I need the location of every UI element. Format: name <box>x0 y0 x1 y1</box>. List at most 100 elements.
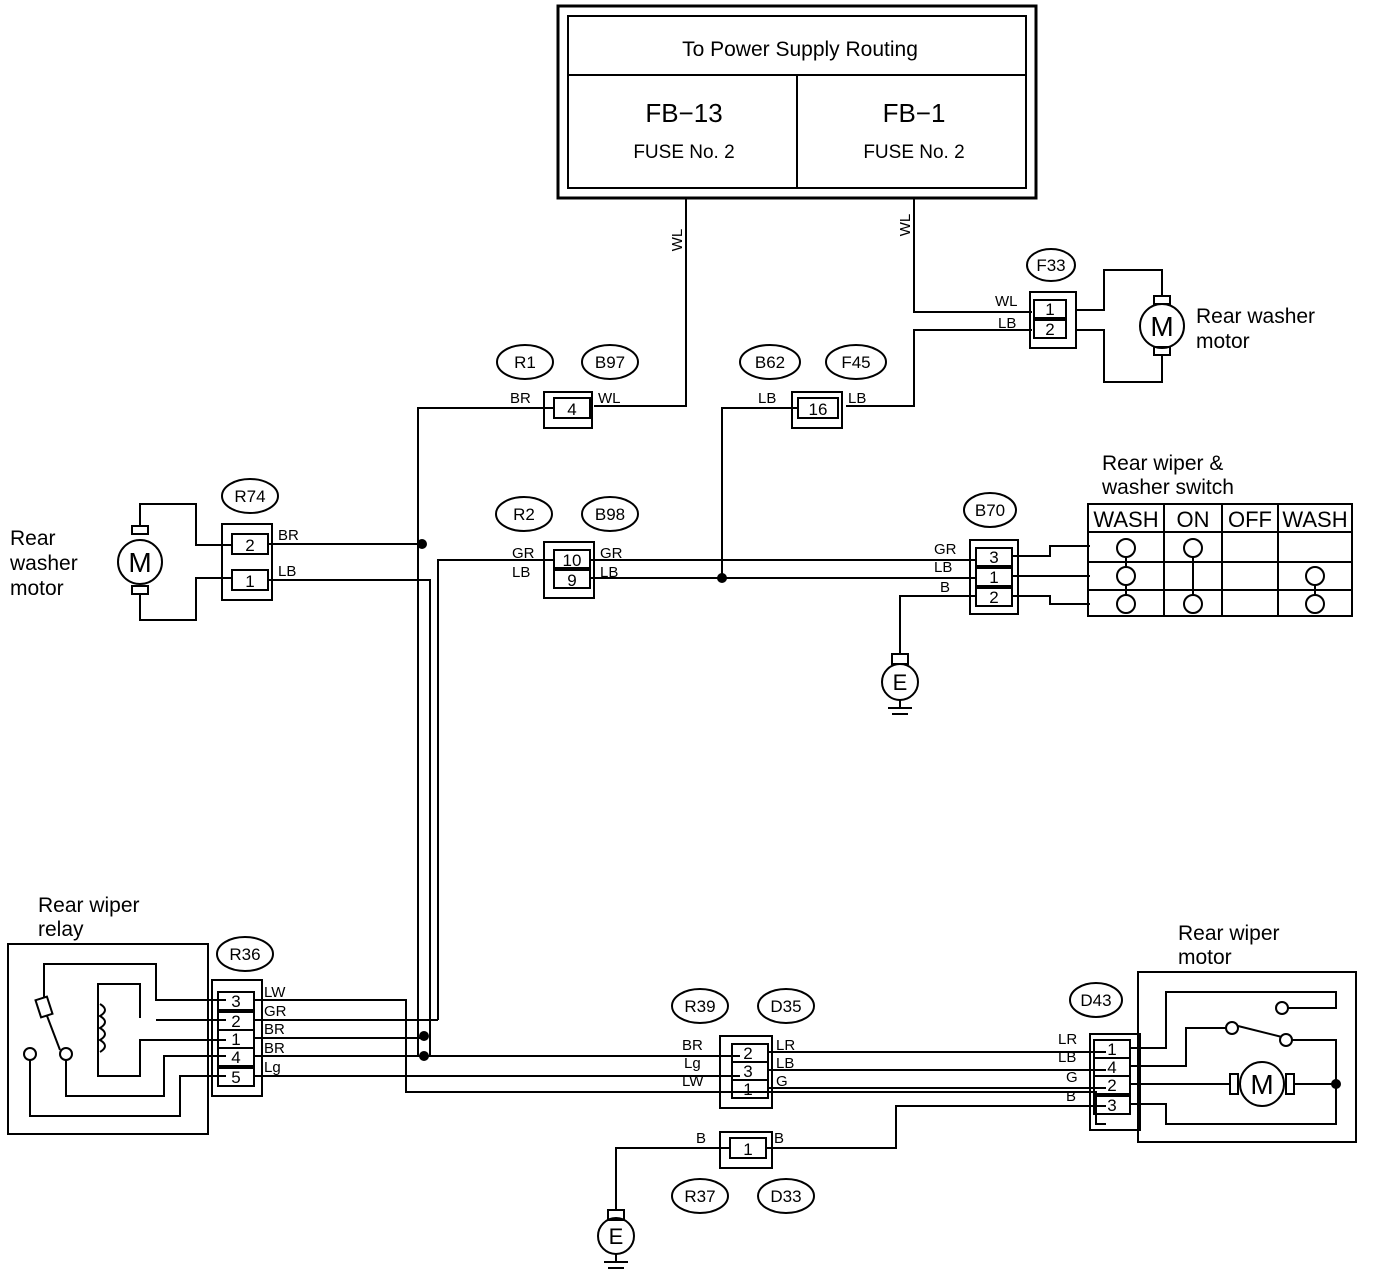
rear-washer-motor-left-label-1: Rear <box>10 527 56 550</box>
pin-label: 2 <box>989 588 998 607</box>
motor-symbol: M <box>1150 311 1173 342</box>
rear-wiper-washer-switch: WASH ON OFF WASH <box>1087 503 1353 617</box>
connector-d43-label: D43 <box>1080 991 1111 1010</box>
wire-label-g-d43: G <box>1066 1069 1078 1086</box>
pin-label: 4 <box>1107 1058 1116 1077</box>
connector-r74: R74 2 1 <box>221 478 279 601</box>
rear-wiper-motor-label-2: motor <box>1178 946 1232 969</box>
switch-col-off: OFF <box>1228 507 1272 532</box>
wire-label-br-r74: BR <box>278 527 299 544</box>
rear-washer-motor-left-label-3: motor <box>10 577 64 600</box>
fuse-fb1-label: FB−1 <box>883 98 946 128</box>
wire-label-gr-b98: GR <box>600 545 623 562</box>
wire-label-b-d43: B <box>1066 1088 1076 1105</box>
wire-label-lr-d35: LR <box>776 1037 795 1054</box>
pin-label: 1 <box>1045 300 1054 319</box>
pin-label: 3 <box>1107 1096 1116 1115</box>
pin-label: 1 <box>743 1080 752 1099</box>
fuse-fb13-label: FB−13 <box>645 98 722 128</box>
wire-label-lb-r2: LB <box>512 564 530 581</box>
wire-label-g-d35: G <box>776 1073 788 1090</box>
connector-d35-label: D35 <box>770 997 801 1016</box>
connector-r1-b97: R1 B97 4 <box>496 344 639 429</box>
rear-washer-motor-right-label-1: Rear washer <box>1196 305 1315 328</box>
pin-label: 2 <box>743 1044 752 1063</box>
ground-symbol-b70: E <box>881 653 919 715</box>
connector-d43: D43 1 4 2 3 <box>1069 982 1141 1131</box>
wire-label-lb-r74: LB <box>278 563 296 580</box>
ground-symbol-label: E <box>893 670 908 695</box>
pin-label: 3 <box>231 992 240 1011</box>
connector-r39-d35: R39 D35 2 3 1 <box>671 988 815 1109</box>
connector-r2-b98: R2 B98 10 9 <box>495 496 639 599</box>
switch-title-2: washer switch <box>1101 476 1234 499</box>
switch-col-wash-2: WASH <box>1282 507 1347 532</box>
connector-r37-d33: 1 R37 D33 <box>671 1131 815 1214</box>
fuse-fb13-number: FUSE No. 2 <box>633 142 734 163</box>
power-box-title: To Power Supply Routing <box>682 38 918 61</box>
wire-label-br-r39: BR <box>682 1037 703 1054</box>
connector-d33-label: D33 <box>770 1187 801 1206</box>
wire-label-wl-right: WL <box>897 214 914 237</box>
wire-label-lb-d43: LB <box>1058 1049 1076 1066</box>
rear-washer-motor-left-label-2: washer <box>9 552 78 575</box>
connector-b70-label: B70 <box>975 501 1005 520</box>
fuse-fb1-number: FUSE No. 2 <box>863 142 964 163</box>
rear-wiper-relay <box>7 943 226 1135</box>
pin-label: 1 <box>1107 1040 1116 1059</box>
pin-label: 2 <box>231 1012 240 1031</box>
wire-label-lb-f33: LB <box>998 315 1016 332</box>
wire-label-gr-b70: GR <box>934 541 957 558</box>
connector-f45-label: F45 <box>841 353 870 372</box>
wire-label-gr-r36: GR <box>264 1003 287 1020</box>
pin-label: 4 <box>567 400 576 419</box>
rear-washer-motor-right: M <box>1139 295 1185 356</box>
pin-label: 1 <box>231 1030 240 1049</box>
connector-r37-label: R37 <box>684 1187 715 1206</box>
rear-washer-motor-right-label-2: motor <box>1196 330 1250 353</box>
wire-label-br-r1: BR <box>510 390 531 407</box>
wire-label-br-r36-1: BR <box>264 1021 285 1038</box>
wire-label-wl-f33: WL <box>995 293 1018 310</box>
wire-label-lg-r39: Lg <box>684 1055 701 1072</box>
motor-symbol: M <box>1250 1069 1273 1100</box>
ground-symbol-label: E <box>609 1224 624 1249</box>
ground-symbol-r37: E <box>597 1209 635 1269</box>
wire-label-lw-r39: LW <box>682 1073 704 1090</box>
pin-label: 4 <box>231 1048 240 1067</box>
connector-r1-label: R1 <box>514 353 536 372</box>
wire-label-br-r36-2: BR <box>264 1040 285 1057</box>
wire-label-b-b70: B <box>940 579 950 596</box>
rear-wiper-motor-label-1: Rear wiper <box>1178 922 1280 945</box>
wire-label-b-r37: B <box>696 1130 706 1147</box>
connector-r39-label: R39 <box>684 997 715 1016</box>
wire-label-lb-b98: LB <box>600 564 618 581</box>
pin-label: 2 <box>1045 320 1054 339</box>
connector-r36-label: R36 <box>229 945 260 964</box>
switch-title-1: Rear wiper & <box>1102 452 1223 475</box>
switch-col-on: ON <box>1177 507 1210 532</box>
rear-wiper-motor: M <box>1130 971 1357 1143</box>
pin-label: 2 <box>245 536 254 555</box>
pin-label: 16 <box>809 400 828 419</box>
power-supply-box: To Power Supply Routing FB−13 FUSE No. 2… <box>556 4 1038 200</box>
pin-label: 2 <box>1107 1076 1116 1095</box>
pin-label: 1 <box>989 568 998 587</box>
motor-symbol: M <box>128 547 151 578</box>
wire-label-lr-d43: LR <box>1058 1031 1077 1048</box>
connector-b98-label: B98 <box>595 505 625 524</box>
pin-label: 9 <box>567 571 576 590</box>
rear-wiper-relay-label-2: relay <box>38 918 84 941</box>
switch-col-wash-1: WASH <box>1093 507 1158 532</box>
pin-label: 1 <box>245 572 254 591</box>
connector-b97-label: B97 <box>595 353 625 372</box>
pin-label: 10 <box>563 551 582 570</box>
connector-b62-f45: B62 F45 16 <box>739 344 887 429</box>
connector-f33: F33 1 2 <box>1026 248 1077 349</box>
pin-label: 5 <box>231 1068 240 1087</box>
wire-label-lb-b70: LB <box>934 559 952 576</box>
wire-label-wl-b97: WL <box>598 390 621 407</box>
wire-label-lb-b62: LB <box>758 390 776 407</box>
wire-label-wl-left: WL <box>669 229 686 252</box>
